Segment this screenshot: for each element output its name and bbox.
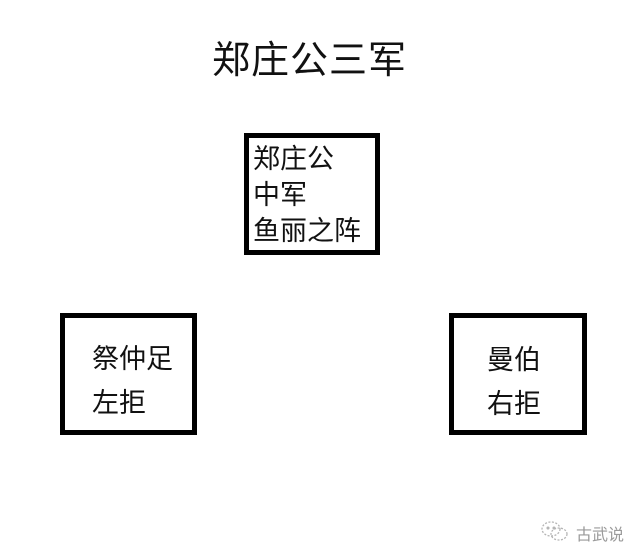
node-left-commander: 祭仲足	[92, 344, 173, 375]
node-center-commander: 郑庄公	[253, 144, 334, 175]
node-left-unit: 左拒	[92, 388, 146, 419]
node-right-commander: 曼伯	[487, 345, 541, 376]
node-center-formation: 鱼丽之阵	[253, 216, 361, 247]
node-right-army: 曼伯 右拒	[449, 313, 587, 435]
watermark-label: 古武说	[576, 525, 625, 544]
watermark: 古武说	[540, 521, 624, 545]
wechat-icon	[540, 520, 570, 546]
node-right-unit: 右拒	[487, 389, 541, 420]
node-center-army: 郑庄公 中军 鱼丽之阵	[244, 133, 380, 255]
node-left-army: 祭仲足 左拒	[60, 313, 197, 435]
node-center-unit: 中军	[253, 180, 307, 211]
diagram-title: 郑庄公三军	[212, 38, 408, 82]
